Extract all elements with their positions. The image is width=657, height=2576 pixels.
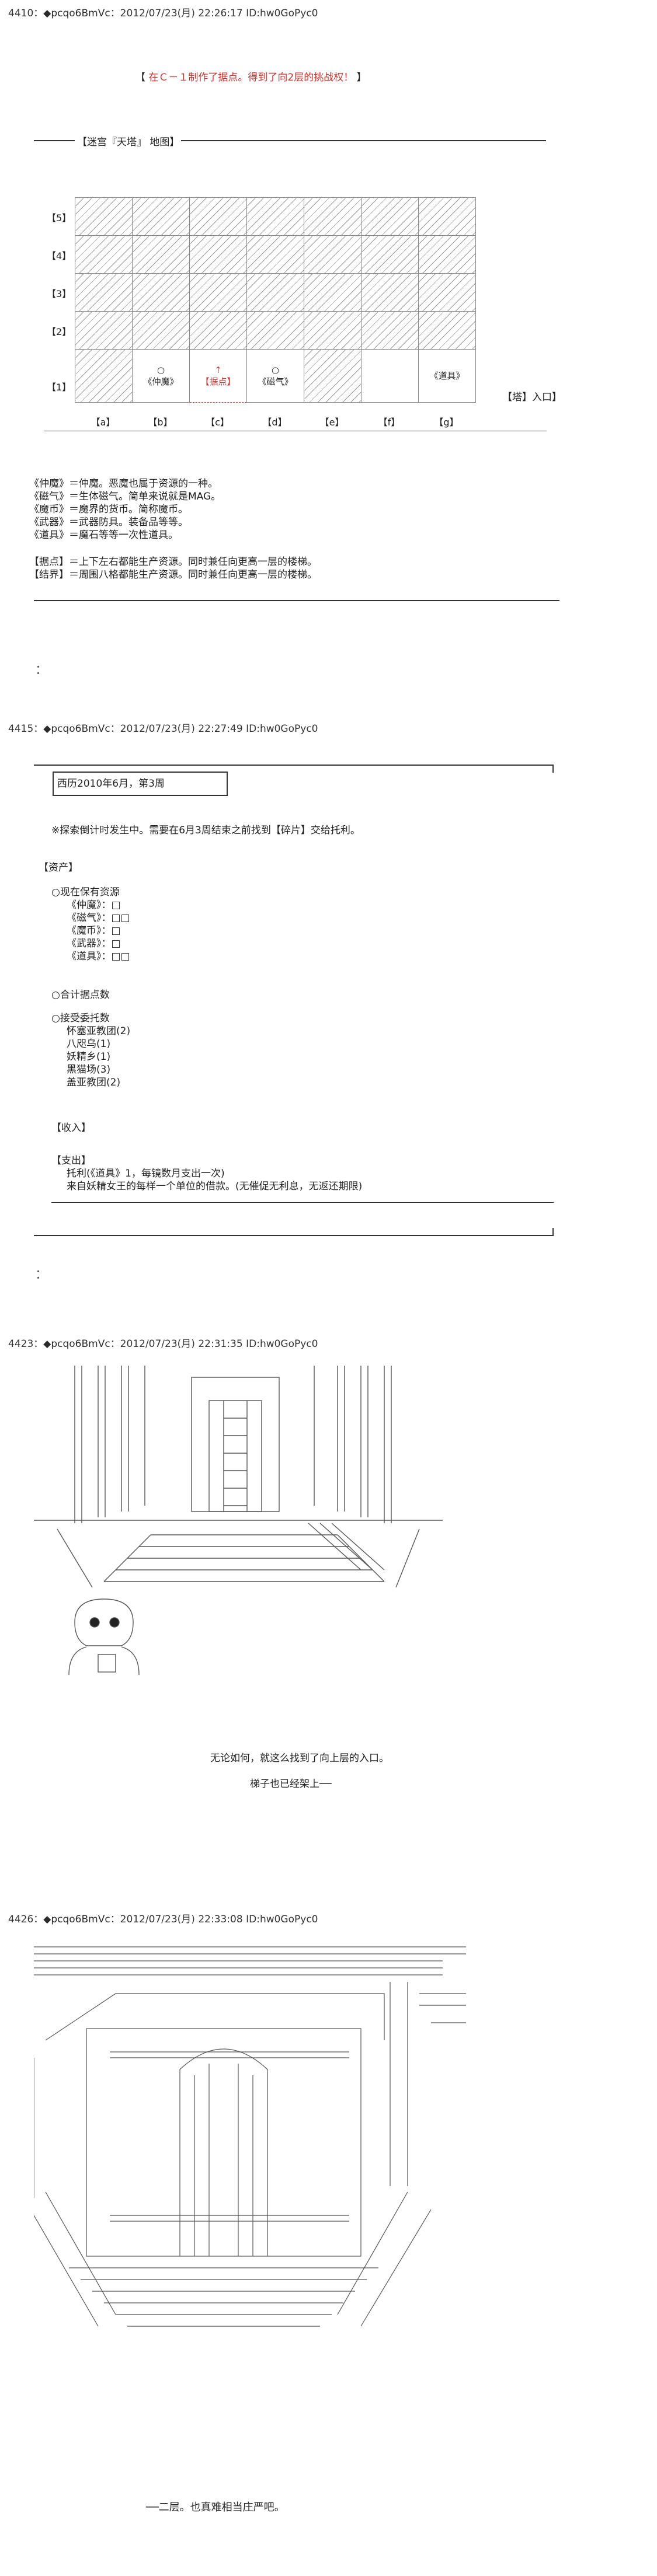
row-label: 【3】 [47, 288, 72, 299]
poster-id[interactable]: ID:hw0GoPyc0 [246, 1338, 318, 1350]
countdown-notice: ※探索倒计时发生中。需要在6月3周结束之前找到【碎片】交给托利。 [51, 825, 360, 836]
closing-line: ──二层。也真难相当庄严吧。 [146, 2501, 285, 2514]
row-label: 【2】 [47, 326, 72, 337]
map-grid: ○ 《仲魔》 ↑ 【据点】 ○ 《磁气》 《道具》 [75, 197, 476, 403]
stairway-ascii-art [34, 1366, 443, 1676]
map-cell [361, 273, 419, 312]
map-cell [189, 197, 247, 236]
col-label: 【f】 [378, 417, 401, 428]
col-label: 【g】 [434, 417, 459, 428]
map-cell-base: ↑ 【据点】 [189, 349, 247, 403]
map-area: 【5】 【4】 【3】 【2】 【1】 ○ 《仲魔 [0, 197, 657, 442]
expense-rule [51, 1202, 554, 1203]
map-cell [304, 349, 361, 403]
map-cell [418, 273, 476, 312]
col-label: 【e】 [319, 417, 345, 428]
map-cell [75, 349, 133, 403]
ellipsis-mark: ： [35, 1268, 48, 1282]
post-date: ：2012/07/23(月) 22:31:35 [110, 1338, 243, 1350]
status-top-rule [34, 765, 554, 766]
income-title: 【收入】 [51, 1122, 91, 1134]
assets-title: 【资产】 [39, 862, 78, 874]
post-header: 4410：◆pcqo6BmVc：2012/07/23(月) 22:26:17 I… [8, 8, 318, 19]
map-cell [361, 349, 419, 403]
post-header: 4415：◆pcqo6BmVc：2012/07/23(月) 22:27:49 I… [8, 723, 318, 735]
map-cell [75, 273, 133, 312]
map-cell [189, 273, 247, 312]
map-cell [246, 273, 304, 312]
narration-line: 无论如何，就这么找到了向上层的入口。 [210, 1753, 389, 1764]
map-cell [189, 311, 247, 350]
map-cell [246, 311, 304, 350]
ellipsis-mark: ： [35, 663, 48, 678]
map-cell [75, 197, 133, 236]
second-floor-ascii-art [34, 1946, 466, 2327]
col-label: 【a】 [91, 417, 116, 428]
map-title: 【迷宫『天塔』 地图】 [77, 137, 180, 148]
expense-section: 【支出】 托利(《道具》1，每镜数月支出一次) 来自妖精女王的每样一个单位的借款… [51, 1155, 363, 1192]
map-cell [361, 311, 419, 350]
map-cell [132, 235, 190, 274]
poster-id[interactable]: ID:hw0GoPyc0 [246, 8, 318, 19]
map-title-rule-right [181, 140, 546, 141]
map-cell [418, 197, 476, 236]
announcement: 【 在Ｃ－１制作了据点。得到了向2层的挑战权！ 】 [135, 72, 367, 83]
map-title-rule-left [34, 140, 75, 141]
row-label: 【1】 [47, 382, 72, 393]
map-cell [304, 235, 361, 274]
points-title: ○合计据点数 [51, 989, 110, 1001]
announcement-text: 在Ｃ－１制作了据点。得到了向2层的挑战权！ [148, 72, 354, 83]
map-cell [418, 311, 476, 350]
map-cell-summon: ○ 《仲魔》 [132, 349, 190, 403]
poster-name[interactable]: ◆pcqo6BmVc [43, 8, 110, 19]
map-cell [75, 311, 133, 350]
map-cell-item: 《道具》 [418, 349, 476, 403]
poster-id[interactable]: ID:hw0GoPyc0 [246, 723, 318, 735]
post-number: 4410 [8, 8, 34, 19]
map-cell [361, 235, 419, 274]
map-cell [132, 311, 190, 350]
map-cell [246, 197, 304, 236]
map-cell [189, 235, 247, 274]
map-cell [361, 197, 419, 236]
post-date: ：2012/07/23(月) 22:26:17 [110, 8, 243, 19]
col-label: 【b】 [148, 417, 173, 428]
col-label: 【c】 [206, 417, 230, 428]
legend-base: 【据点】＝上下左右都能生产资源。同时兼任向更高一层的楼梯。 【结界】＝周围八格都… [29, 556, 317, 581]
status-top-rule-tick [552, 765, 554, 773]
post-header: 4423：◆pcqo6BmVc：2012/07/23(月) 22:31:35 I… [8, 1338, 318, 1350]
map-cell [304, 273, 361, 312]
map-cell [132, 197, 190, 236]
assets-list: ○现在保有资源 《仲魔》：□ 《磁气》：□□ 《魔币》：□ 《武器》：□ 《道具… [51, 886, 130, 962]
section-rule [34, 600, 559, 601]
map-cell-magnetite: ○ 《磁气》 [246, 349, 304, 403]
status-bottom-rule-tick [552, 1228, 554, 1236]
requests-list: ○接受委托数 怀塞亚教团(2) 八咫乌(1) 妖精乡(1) 黑猫场(3) 盖亚教… [51, 1013, 131, 1088]
poster-name[interactable]: ◆pcqo6BmVc [43, 723, 110, 735]
poster-id[interactable]: ID:hw0GoPyc0 [246, 1914, 318, 1925]
map-cell [418, 235, 476, 274]
post-date: ：2012/07/23(月) 22:33:08 [110, 1914, 243, 1925]
map-cell [246, 235, 304, 274]
col-label: 【d】 [262, 417, 287, 428]
map-cell [132, 273, 190, 312]
status-bottom-rule [34, 1235, 554, 1236]
post-header: 4426：◆pcqo6BmVc：2012/07/23(月) 22:33:08 I… [8, 1914, 318, 1925]
map-cell [304, 311, 361, 350]
post-number: 4423 [8, 1338, 34, 1350]
poster-name[interactable]: ◆pcqo6BmVc [43, 1914, 110, 1925]
post-number: 4415 [8, 723, 34, 735]
map-entrance: 【塔】入口】 [502, 392, 562, 403]
poster-name[interactable]: ◆pcqo6BmVc [43, 1338, 110, 1350]
calendar-box: 西历2010年6月，第3周 [53, 772, 228, 796]
post-number: 4426 [8, 1914, 34, 1925]
row-label: 【4】 [47, 250, 72, 261]
row-label: 【5】 [47, 212, 72, 224]
narration-line: 梯子也已经架上── [250, 1778, 332, 1790]
map-cell [75, 235, 133, 274]
legend: 《仲魔》＝仲魔。恶魔也属于资源的一种。 《磁气》＝生体磁气。简单来说就是MAG。… [29, 478, 221, 541]
post-date: ：2012/07/23(月) 22:27:49 [110, 723, 243, 735]
map-cell [304, 197, 361, 236]
